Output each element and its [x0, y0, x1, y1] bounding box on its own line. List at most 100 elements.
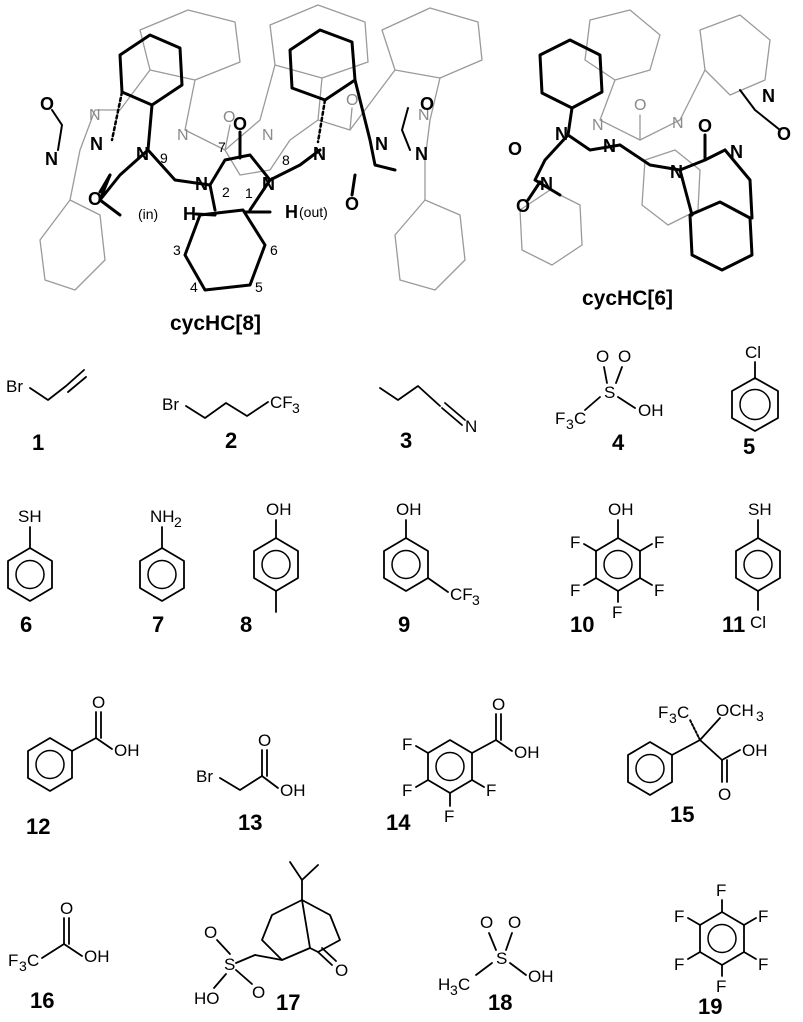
- c16-oh: OH: [84, 947, 110, 966]
- c11-aromatic: [743, 549, 773, 580]
- back-ring-3: [381, 7, 483, 79]
- c19-f5: F: [758, 955, 768, 974]
- c10-oh: OH: [608, 500, 634, 519]
- grey-linker-4: [424, 77, 441, 201]
- c6-n-1: N: [603, 136, 616, 156]
- c14-f1: F: [402, 735, 412, 754]
- compound-9: OH CF 3 9: [383, 500, 480, 637]
- c3-triple-b: [444, 402, 466, 421]
- c16-f-sub: 3: [19, 958, 27, 974]
- urea-core: [208, 153, 272, 187]
- c15-bond-1: [671, 739, 701, 756]
- c6-n-2: N: [670, 162, 683, 182]
- c19-f4-bond: [687, 951, 701, 960]
- compound-8: OH 8: [240, 500, 299, 637]
- back-ring-4: [39, 199, 106, 291]
- c6-n-4: N: [555, 124, 568, 144]
- c15-ome-bond: [699, 717, 721, 741]
- c17-gem-dimethyl: [289, 861, 319, 881]
- skeleton-4: [353, 78, 397, 172]
- left-carbonyl: [98, 173, 112, 194]
- c14-f4-bond: [471, 779, 485, 788]
- label-16: 16: [30, 988, 54, 1013]
- cycHC6-structure: O N N O O O O N N N N N N cycHC[6]: [508, 9, 791, 310]
- n-right-center: N: [262, 174, 275, 194]
- compound-5: Cl 5: [731, 343, 779, 459]
- c2-br: Br: [162, 395, 179, 414]
- c6g-ring: [7, 547, 53, 602]
- c1-br: Br: [6, 377, 23, 396]
- c1-chain: [29, 369, 85, 401]
- c15-cf3-hash: [689, 719, 701, 741]
- num-9: 9: [160, 150, 168, 166]
- c9-aromatic: [391, 549, 421, 580]
- grey-n-4: N: [418, 107, 430, 124]
- c11-ring: [735, 537, 781, 592]
- grey-linker-1: [69, 69, 151, 201]
- c9-cf: CF: [450, 585, 473, 604]
- c4-f3c: F: [555, 409, 565, 428]
- c6-link-2: [723, 148, 754, 220]
- skeleton-3: [268, 148, 322, 182]
- c18-oh: OH: [528, 967, 554, 986]
- grey-carbonyl-2: [349, 107, 353, 131]
- o-right-far: O: [420, 94, 434, 114]
- c8-oh: OH: [266, 500, 292, 519]
- h-in-bond: [194, 212, 217, 217]
- num-8: 8: [282, 152, 290, 168]
- c16-o: O: [60, 899, 73, 918]
- c4-oh: OH: [638, 401, 664, 420]
- c7-sub2: 2: [174, 514, 182, 530]
- compound-17: O S O O HO 17: [194, 861, 348, 1015]
- c4-soh: [617, 396, 636, 409]
- num-6: 6: [270, 242, 278, 258]
- c6-carbonyl-2: [526, 180, 542, 202]
- compound-2: Br CF 3 2: [162, 393, 300, 453]
- label-12: 12: [26, 814, 50, 839]
- c17-cs: [235, 954, 256, 964]
- c4-f3c-sub: 3: [566, 416, 574, 432]
- back-ring-5: [394, 199, 466, 291]
- c4-o1: O: [596, 347, 609, 366]
- c18-h: H: [438, 975, 450, 994]
- c6-n-3: N: [730, 142, 743, 162]
- c6-link-1: [678, 168, 694, 217]
- label-4: 4: [612, 430, 625, 455]
- label-6: 6: [20, 612, 32, 637]
- c17-ring-right: [301, 899, 341, 953]
- c17-ch2: [254, 954, 283, 961]
- c14-f3: F: [444, 807, 454, 826]
- c2-sub3: 3: [292, 400, 300, 416]
- c17-o2: O: [252, 983, 265, 1002]
- c19-f3-bond: [743, 917, 757, 926]
- c2-cf: CF: [270, 393, 293, 412]
- c6-n-6: N: [762, 86, 775, 106]
- c15-aromatic: [635, 753, 665, 784]
- num-7: 7: [218, 139, 226, 155]
- c19-f1: F: [716, 881, 726, 900]
- c17-o-keto: O: [335, 961, 348, 980]
- c19-f2: F: [674, 907, 684, 926]
- c18-so2: [505, 932, 513, 951]
- c6-front-ring-2: [688, 200, 754, 272]
- c2-chain: [185, 401, 269, 419]
- c16-f-c: C: [27, 951, 39, 970]
- c3-triple-a: [441, 407, 463, 426]
- label-18: 18: [488, 990, 512, 1015]
- h-out: H: [285, 202, 298, 222]
- c10-f1-bond: [583, 543, 597, 552]
- cycHC6-label: cycHC[6]: [582, 287, 673, 310]
- c15-f-sub: 3: [669, 710, 677, 726]
- label-8: 8: [240, 612, 252, 637]
- c18-h-c: C: [458, 975, 470, 994]
- o-left: O: [88, 189, 102, 209]
- o-left-far: O: [40, 94, 54, 114]
- c8-aromatic: [261, 549, 291, 580]
- c4-sc: [584, 396, 601, 411]
- c9-sub3: 3: [472, 592, 480, 608]
- c14-ring: [427, 739, 473, 794]
- c19-aromatic: [707, 923, 737, 954]
- c4-o2: O: [618, 347, 631, 366]
- c16-bond: [41, 943, 65, 959]
